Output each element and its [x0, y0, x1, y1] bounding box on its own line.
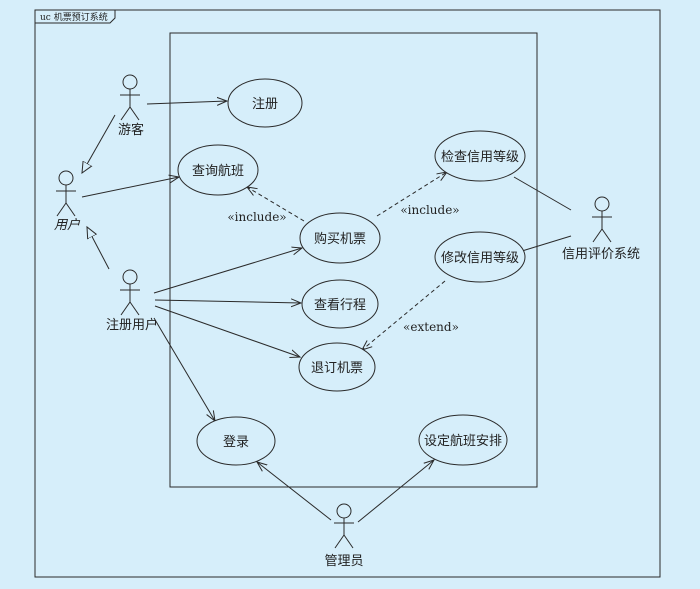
association-registered-user-view-itinerary: [154, 300, 301, 303]
extend-modify-credit-refund-ticket: [362, 280, 446, 350]
stereotype-extend-label: «extend»: [403, 320, 459, 334]
generalization-registered-user-user: [87, 227, 110, 270]
use-case-set-schedule: [418, 414, 508, 466]
association-credit-system-modify-credit: [521, 235, 572, 252]
use-case-buy-ticket: [299, 212, 381, 264]
stereotype-include-label: «include»: [400, 203, 459, 217]
actor-left-leg: [56, 202, 67, 217]
actor-left-leg: [334, 534, 345, 549]
use-case-modify-credit: [434, 231, 526, 283]
diagram-frame: [34, 9, 661, 578]
association-admin-set-schedule: [357, 460, 434, 523]
actor-label-registered-user: 注册用户: [106, 317, 158, 333]
actor-left-leg: [120, 301, 131, 316]
actor-admin: [334, 503, 354, 549]
actor-right-leg: [65, 202, 76, 217]
association-registered-user-buy-ticket: [153, 248, 302, 294]
association-credit-system-check-credit: [513, 176, 572, 211]
use-case-label-login: 登录: [223, 435, 249, 450]
use-case-query-flight: [177, 144, 259, 196]
system-boundary: [169, 32, 538, 488]
association-admin-login: [257, 462, 332, 521]
actor-right-leg: [129, 106, 140, 121]
use-case-check-credit: [434, 130, 526, 182]
stereotype-include-label: «include»: [227, 210, 286, 224]
actor-left-leg: [592, 228, 603, 243]
use-case-refund-ticket: [298, 342, 376, 392]
association-registered-user-refund-ticket: [154, 305, 300, 357]
actor-registered-user: [120, 269, 140, 316]
generalization-tourist-user: [82, 114, 116, 173]
use-case-label-query-flight: 查询航班: [192, 163, 244, 179]
actor-tourist: [120, 74, 140, 121]
association-registered-user-login: [153, 317, 215, 421]
use-case-label-refund-ticket: 退订机票: [311, 361, 363, 376]
actor-left-leg: [120, 106, 131, 121]
use-case-label-buy-ticket: 购买机票: [314, 231, 366, 247]
use-case-view-itinerary: [301, 279, 379, 329]
actor-label-credit-system: 信用评价系统: [562, 247, 640, 262]
use-case-login: [196, 416, 276, 466]
use-case-label-register: 注册: [252, 97, 278, 112]
actor-label-tourist: 游客: [118, 122, 144, 138]
use-case-label-modify-credit: 修改信用等级: [441, 250, 519, 266]
use-case-register: [227, 78, 303, 128]
use-case-label-set-schedule: 设定航班安排: [424, 433, 502, 449]
use-case-label-check-credit: 检查信用等级: [441, 149, 519, 165]
association-tourist-register: [146, 101, 227, 104]
actor-right-leg: [601, 228, 612, 243]
actor-label-user: 用户: [54, 218, 81, 233]
actor-right-leg: [343, 534, 354, 549]
frame-title: uc 机票预订系统: [40, 11, 108, 23]
frame-name-tag: [35, 9, 116, 24]
use-case-label-view-itinerary: 查看行程: [314, 297, 366, 313]
actor-credit-system: [592, 196, 612, 243]
actor-right-leg: [129, 301, 140, 316]
association-user-query-flight: [81, 177, 179, 198]
actor-user: [56, 170, 76, 217]
actor-label-admin: 管理员: [324, 554, 363, 569]
